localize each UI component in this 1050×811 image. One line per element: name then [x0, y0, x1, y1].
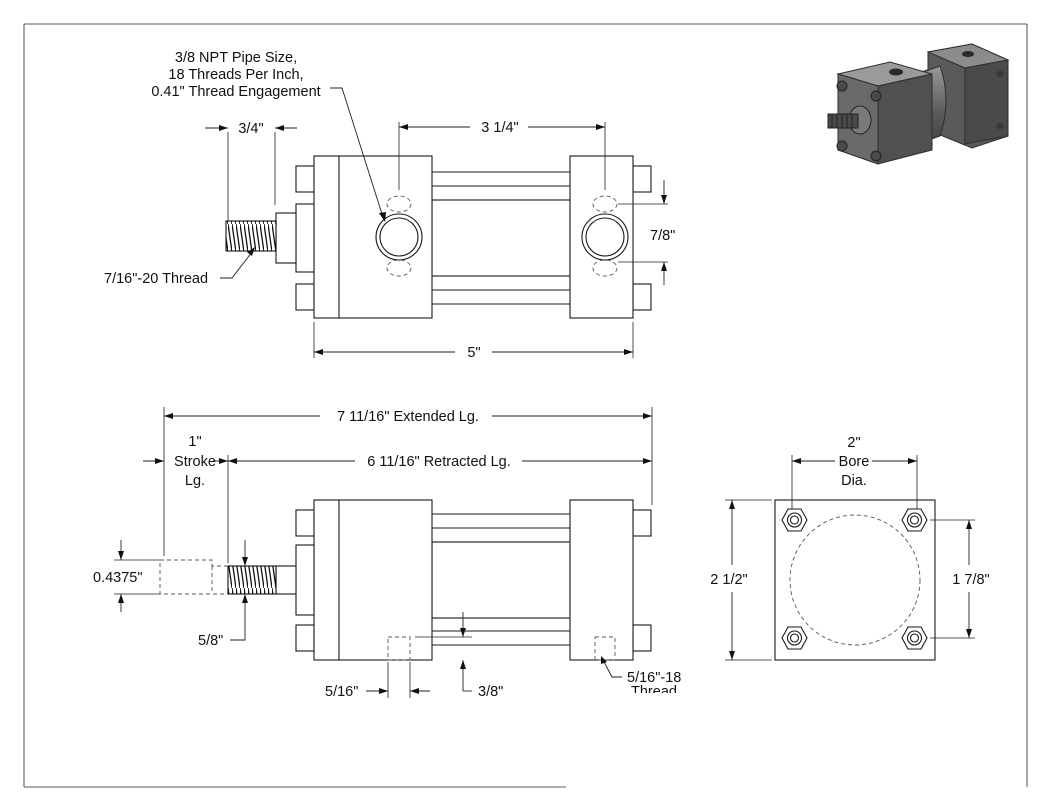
- extended-length-dimension: 7 11/16" Extended Lg.: [337, 409, 479, 425]
- bore-label-2: Bore: [839, 454, 870, 470]
- tie-rod-nut: [295, 624, 315, 652]
- retracted-length-dimension: 6 11/16" Retracted Lg.: [367, 454, 511, 470]
- stroke-label-3: Lg.: [185, 473, 205, 489]
- tie-rod-spacing-dimension: 1 7/8": [952, 572, 989, 588]
- side-view: [159, 499, 652, 661]
- mount-hole-depth-dimension: 3/8": [478, 684, 503, 700]
- pipe-size-label-3: 0.41" Thread Engagement: [151, 84, 320, 100]
- hex-nut: [781, 626, 808, 650]
- threaded-rod: [225, 220, 277, 252]
- side-view-dimensions: [114, 407, 653, 698]
- tie-rod-nut: [295, 283, 315, 311]
- end-cap-square-dimension: 2 1/2": [710, 572, 747, 588]
- cylinder-barrel: [431, 541, 571, 619]
- cylinder-3d-render: [827, 43, 1010, 165]
- mount-hole-offset-dimension: 5/16": [325, 684, 358, 700]
- rod-extension-dimension: 3/4": [238, 121, 263, 137]
- end-view: [774, 499, 936, 661]
- tie-rod-nut: [295, 509, 315, 537]
- tapped-hole-hidden: [387, 636, 411, 661]
- top-view: [225, 155, 652, 319]
- threaded-rod: [227, 565, 277, 595]
- stroke-label-1: 1": [188, 434, 201, 450]
- mount-thread-label-1: 5/16"-18: [627, 670, 681, 686]
- bore-label-3: Dia.: [841, 473, 867, 489]
- rod-gland: [295, 544, 315, 616]
- rod-gland: [295, 203, 315, 273]
- hex-nut: [901, 508, 928, 532]
- hex-nut: [901, 626, 928, 650]
- bore-circle-hidden: [789, 514, 921, 646]
- rod-thread-label: 7/16"-20 Thread: [104, 271, 208, 287]
- rod-end-cap: [313, 499, 433, 661]
- end-view-dimensions: [725, 455, 975, 661]
- hex-nut: [781, 508, 808, 532]
- rod-thread-length-dimension: 5/8": [198, 633, 223, 649]
- tie-rod-nut: [632, 165, 652, 193]
- tie-rod-nut: [632, 283, 652, 311]
- port-offset-dimension: 7/8": [650, 228, 675, 244]
- stroke-label-2: Stroke: [174, 454, 216, 470]
- extended-rod-phantom: [159, 559, 228, 595]
- rod-diameter-dimension: 0.4375": [93, 570, 143, 586]
- blind-end-cap: [569, 499, 634, 661]
- top-view-dimensions: [205, 87, 668, 358]
- tie-rod-nut: [295, 165, 315, 193]
- pipe-size-label-2: 18 Threads Per Inch,: [168, 67, 303, 83]
- body-length-dimension: 5": [467, 345, 480, 361]
- cylinder-barrel: [431, 199, 571, 277]
- sheet-border: [23, 23, 1028, 788]
- port-spacing-dimension: 3 1/4": [481, 120, 518, 136]
- pipe-size-label-1: 3/8 NPT Pipe Size,: [175, 50, 297, 66]
- tie-rod-nut: [632, 509, 652, 537]
- tie-rod-nut: [632, 624, 652, 652]
- bore-label-1: 2": [847, 435, 860, 451]
- crop-mask: [620, 693, 700, 705]
